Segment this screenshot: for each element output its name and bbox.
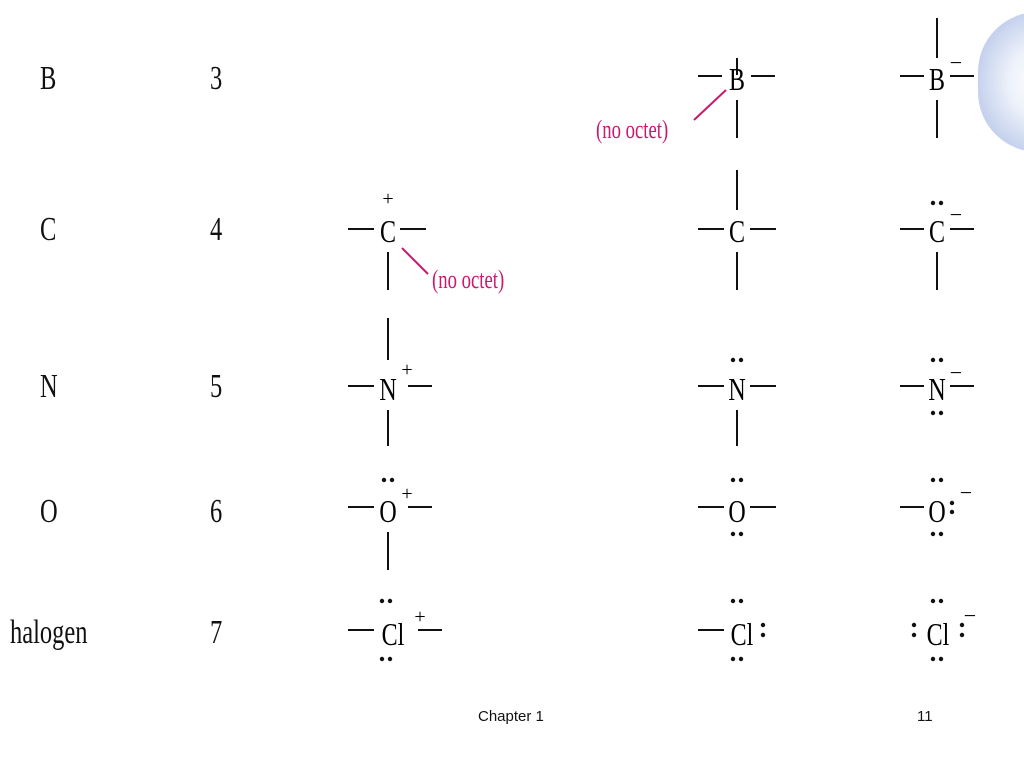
lone-pair-dot [959,632,965,638]
lone-pair-dot [730,656,736,662]
element-label-n: N [40,368,58,405]
oxygen-neutral-structure: O [698,477,776,537]
lone-pair-dot [949,500,955,506]
lone-pair-dot [760,632,766,638]
atom-symbol: C [929,215,945,250]
atom-symbol: C [380,215,396,250]
lone-pair-dot [738,598,744,604]
atom-symbol: N [728,373,745,408]
lone-pair-dot [379,656,385,662]
charge-sign: − [950,202,962,227]
lone-pair-dot [938,598,944,604]
lone-pair-dot [930,357,936,363]
lone-pair-dot [379,598,385,604]
annotation-pointer [401,247,429,275]
lone-pair-dot [930,598,936,604]
lone-pair-dot [911,632,917,638]
nitrogen-cation-structure: N + [348,318,432,446]
element-label-halogen: halogen [10,614,88,651]
lone-pair-dot [387,656,393,662]
lone-pair-dot [738,477,744,483]
lone-pair-dot [738,656,744,662]
lone-pair-dot [730,477,736,483]
lone-pair-dot [730,531,736,537]
charge-sign: − [950,50,962,75]
lone-pair-dot [938,477,944,483]
lone-pair-dot [738,357,744,363]
lone-pair-dot [930,656,936,662]
carbon-cation-structure: + C (no octet) [348,188,504,294]
lone-pair-dot [911,622,917,628]
chlorine-neutral-structure: Cl [698,598,766,662]
chapter-label: Chapter 1 [478,708,544,725]
annotation-pointer [693,89,727,121]
element-label-b: B [40,60,57,97]
oxygen-cation-structure: O + [348,477,432,570]
carbon-neutral-structure: C [698,170,776,290]
atom-symbol: N [379,373,396,408]
lone-pair-dot [389,477,395,483]
atom-symbol: B [729,63,745,98]
atom-symbol: C [729,215,745,250]
atom-symbol: Cl [382,618,405,653]
lone-pair-dot [938,357,944,363]
charge-sign: + [414,606,425,628]
lone-pair-dot [938,531,944,537]
charge-sign: + [401,359,412,381]
lone-pair-dot [930,531,936,537]
lone-pair-dot [730,357,736,363]
charge-sign: − [960,480,972,505]
lone-pair-dot [938,200,944,206]
lone-pair-dot [381,477,387,483]
lone-pair-dot [387,598,393,604]
atom-symbol: B [929,63,945,98]
element-label-c: C [40,211,57,248]
lone-pair-dot [930,410,936,416]
atom-symbol: N [928,373,945,408]
lone-pair-dot [930,477,936,483]
atom-symbol: O [928,495,945,530]
page-number: 11 [917,708,933,725]
boron-anion-structure: B − [900,18,974,138]
oxygen-anion-structure: O − [900,477,972,537]
charge-sign: − [964,603,976,628]
nitrogen-neutral-structure: N [698,357,776,446]
chlorine-cation-structure: Cl + [348,598,442,662]
charge-sign: + [382,188,393,210]
nitrogen-anion-structure: N − [900,357,974,416]
valence-count-b: 3 [210,60,223,97]
lone-pair-dot [738,531,744,537]
atom-symbol: Cl [927,618,950,653]
no-octet-annotation: (no octet) [432,265,504,294]
valence-count-halogen: 7 [210,614,223,651]
lone-pair-dot [760,622,766,628]
chlorine-anion-structure: Cl − [911,598,976,662]
carbon-anion-structure: C − [900,200,974,290]
lone-pair-dot [930,200,936,206]
atom-symbol: O [728,495,745,530]
lone-pair-dot [938,410,944,416]
no-octet-annotation: (no octet) [596,115,668,144]
lone-pair-dot [730,598,736,604]
atom-symbol: O [379,495,396,530]
charge-sign: + [401,483,412,505]
lone-pair-dot [949,509,955,515]
charge-sign: − [950,360,962,385]
lone-pair-dot [938,656,944,662]
lone-pair-dot [959,622,965,628]
boron-neutral-structure: B (no octet) [596,58,775,144]
valence-count-c: 4 [210,211,223,248]
valence-count-n: 5 [210,368,223,405]
atom-symbol: Cl [731,618,754,653]
element-label-o: O [40,493,58,530]
valence-count-o: 6 [210,493,223,530]
